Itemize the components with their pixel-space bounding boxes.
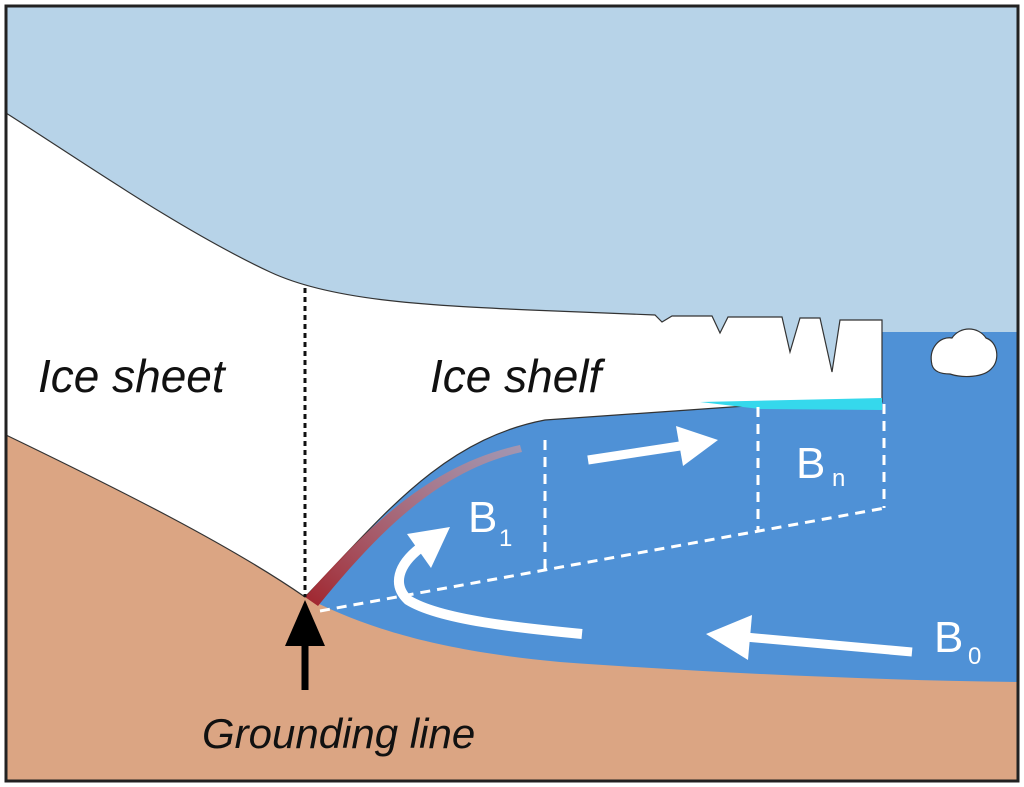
inflow-arrow-bottom-head <box>706 615 752 660</box>
box-b1-subscript: 1 <box>499 525 512 552</box>
box-boundaries <box>319 404 886 613</box>
basal-freeze-cyan <box>700 398 882 410</box>
box-bn-subscript: n <box>832 465 845 492</box>
circulation-arrow-curved <box>394 544 583 639</box>
ice-sheet-label: Ice sheet <box>38 350 227 402</box>
box-bn-label: B <box>796 439 825 488</box>
figure-border <box>4 4 1020 783</box>
grounding-line-label: Grounding line <box>202 710 475 757</box>
box-b1-label: B <box>468 493 497 542</box>
ocean-cavity <box>305 332 1018 692</box>
iceberg <box>930 328 998 378</box>
outflow-arrow-top-head <box>676 426 718 466</box>
box-b0-subscript: 0 <box>968 643 981 670</box>
basal-melt-red <box>305 445 522 606</box>
outflow-arrow-top <box>587 441 681 465</box>
ice-shelf-label: Ice shelf <box>430 350 606 402</box>
ice-body <box>5 111 883 598</box>
inflow-arrow-bottom <box>744 632 913 657</box>
bedrock <box>6 435 1018 781</box>
grounding-line-arrow-head <box>285 600 325 646</box>
box-b0-label: B <box>934 613 963 662</box>
circulation-arrow-curved-head <box>407 527 450 568</box>
